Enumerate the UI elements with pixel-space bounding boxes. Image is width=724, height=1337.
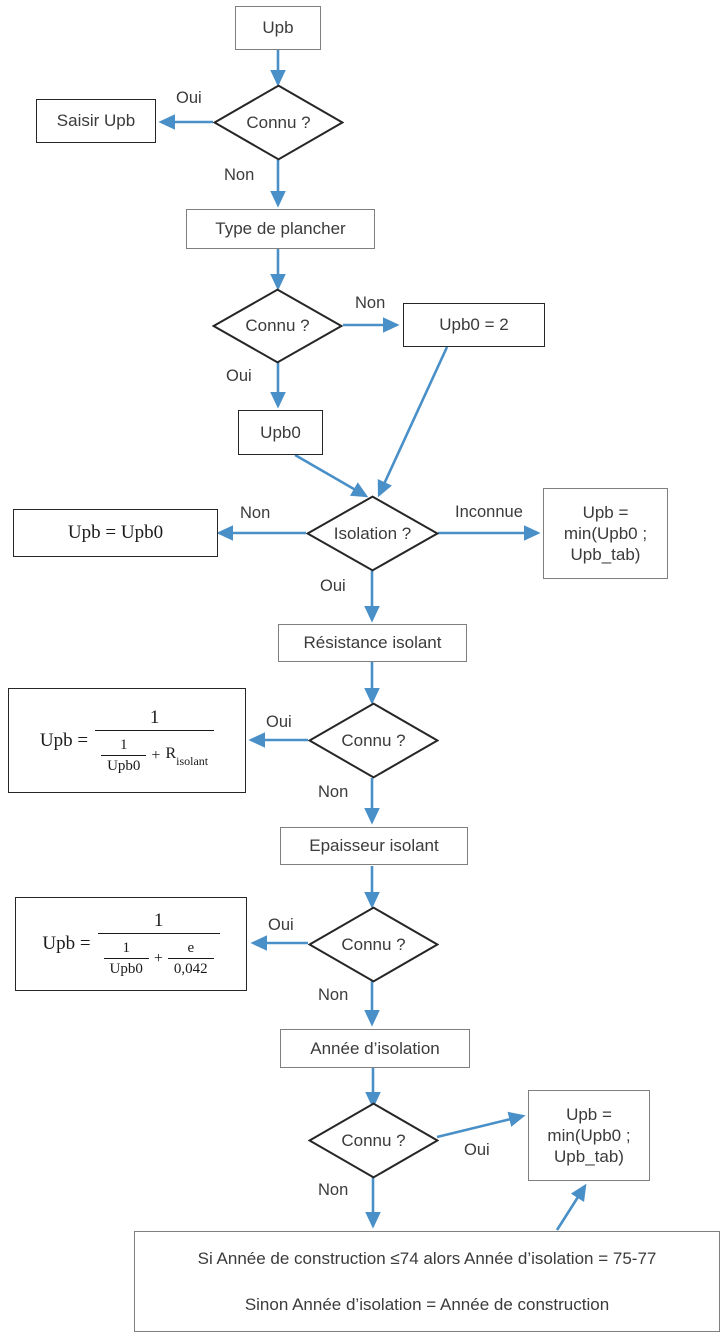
edge-label-oui-2: Oui xyxy=(226,367,252,385)
node-label-line-2: min(Upb0 ; xyxy=(547,1125,631,1145)
formula-denominator-inner: 1 Upb0 + e 0,042 xyxy=(103,940,214,978)
formula-lhs: Upb = xyxy=(39,729,89,751)
formula-inner-numerator: 1 xyxy=(122,940,130,956)
formula-box-epaisseur: Upb = 1 1 Upb0 + e 0,042 xyxy=(15,897,247,991)
decision-label: Connu ? xyxy=(341,1130,406,1150)
formula-main-fraction: 1 1 Upb0 + Risolant xyxy=(95,706,215,775)
node-label-line-1: Upb = xyxy=(566,1104,612,1124)
decision-connu-4[interactable]: Connu ? xyxy=(308,906,439,983)
diamond-shape xyxy=(308,702,439,779)
formula-inner-fraction-right: e 0,042 xyxy=(167,940,214,978)
node-upb0-equals-2[interactable]: Upb0 = 2 xyxy=(403,303,545,347)
decision-connu-1[interactable]: Connu ? xyxy=(213,84,344,161)
decision-label: Isolation ? xyxy=(333,523,412,543)
formula-denominator: 1 Upb0 + e 0,042 xyxy=(97,933,220,978)
formula-term-base: R xyxy=(165,744,177,762)
node-note-annee[interactable]: Si Année de construction ≤74 alors Année… xyxy=(134,1231,720,1332)
node-label: Upb0 xyxy=(260,422,301,442)
formula-term: Risolant xyxy=(165,744,209,769)
node-type-de-plancher[interactable]: Type de plancher xyxy=(186,209,375,249)
formula-denominator: 1 Upb0 + Risolant xyxy=(95,729,215,775)
node-label: Année d’isolation xyxy=(310,1038,440,1058)
edge-label-oui-3: Oui xyxy=(266,713,292,731)
edge-label-non-isolation: Non xyxy=(240,504,271,522)
formula-inner-denominator: Upb0 xyxy=(103,958,149,978)
node-label-line-3: Upb_tab) xyxy=(570,545,641,565)
node-label: Type de plancher xyxy=(215,219,346,239)
formula-box-resistance: Upb = 1 1 Upb0 + Risolant xyxy=(8,688,246,793)
node-label-line-1: Upb = xyxy=(582,502,629,522)
node-resistance-isolant[interactable]: Résistance isolant xyxy=(278,624,467,662)
formula-inner-denominator: Upb0 xyxy=(101,754,147,775)
edge-note-to-upbmin xyxy=(555,1183,587,1231)
formula-inner-numerator: 1 xyxy=(119,736,128,753)
formula-plus-sign: + xyxy=(153,950,163,967)
edge-label-non-2: Non xyxy=(355,294,386,312)
node-label: Upb = Upb0 xyxy=(67,522,164,544)
formula-inner-fraction-left: 1 Upb0 xyxy=(103,940,149,978)
node-saisir-upb[interactable]: Saisir Upb xyxy=(36,99,156,143)
formula-term-subscript: isolant xyxy=(176,754,209,769)
node-upb-min-tab-bottom[interactable]: Upb = min(Upb0 ; Upb_tab) xyxy=(528,1090,650,1181)
formula-inner-fraction: 1 Upb0 xyxy=(101,736,147,775)
diamond-shape xyxy=(306,495,439,572)
formula-lhs: Upb = xyxy=(42,933,91,954)
edge-upb0eq2-to-isolation xyxy=(377,346,449,498)
decision-label: Connu ? xyxy=(245,316,310,335)
edge-label-oui-4: Oui xyxy=(268,916,294,934)
decision-connu-5[interactable]: Connu ? xyxy=(308,1102,439,1179)
edge-label-inconnue: Inconnue xyxy=(455,503,523,521)
edge-label-non-1: Non xyxy=(224,166,255,184)
node-upb-equals-upb0[interactable]: Upb = Upb0 xyxy=(13,509,218,557)
edge-label-oui-1: Oui xyxy=(176,89,202,107)
node-upb-min-tab-top[interactable]: Upb = min(Upb0 ; Upb_tab) xyxy=(543,488,668,579)
node-label: Epaisseur isolant xyxy=(309,836,439,856)
formula-term-denominator: 0,042 xyxy=(167,958,214,978)
edge-label-non-5: Non xyxy=(318,1181,349,1199)
note-line-2: Sinon Année d’isolation = Année de const… xyxy=(244,1294,610,1314)
edge-connu5-oui xyxy=(436,1111,526,1139)
diamond-shape xyxy=(213,84,344,161)
node-annee-isolation[interactable]: Année d’isolation xyxy=(280,1029,470,1068)
decision-connu-3[interactable]: Connu ? xyxy=(308,702,439,779)
decision-isolation[interactable]: Isolation ? xyxy=(306,495,439,572)
node-upb0[interactable]: Upb0 xyxy=(238,410,323,455)
node-label-line-2: min(Upb0 ; xyxy=(563,523,648,543)
formula-numerator: 1 xyxy=(149,706,160,728)
node-label-line-3: Upb_tab) xyxy=(554,1147,624,1167)
decision-connu-2[interactable]: Connu ? xyxy=(212,288,343,364)
formula-term-numerator: e xyxy=(187,940,195,956)
node-start-upb[interactable]: Upb xyxy=(235,6,321,50)
formula-main-fraction: 1 1 Upb0 + e 0,042 xyxy=(97,910,220,978)
edge-label-oui-5: Oui xyxy=(464,1141,490,1159)
formula-expression: Upb = 1 1 Upb0 + Risolant xyxy=(39,706,215,775)
decision-label: Connu ? xyxy=(246,112,311,132)
note-line-1: Si Année de construction ≤74 alors Année… xyxy=(197,1248,657,1268)
formula-numerator: 1 xyxy=(153,910,164,931)
node-epaisseur-isolant[interactable]: Epaisseur isolant xyxy=(280,827,468,865)
edge-upb0-to-isolation xyxy=(294,453,369,498)
decision-label: Connu ? xyxy=(341,934,406,954)
formula-denominator-inner: 1 Upb0 + Risolant xyxy=(101,737,208,775)
node-label: Upb xyxy=(262,18,294,38)
edge-label-oui-isolation: Oui xyxy=(320,577,346,595)
node-label: Saisir Upb xyxy=(56,111,136,131)
formula-plus-sign: + xyxy=(151,746,161,764)
diamond-shape xyxy=(308,906,439,983)
node-label: Upb0 = 2 xyxy=(439,315,509,335)
decision-label: Connu ? xyxy=(341,730,406,750)
edge-label-non-4: Non xyxy=(318,986,349,1004)
node-label: Résistance isolant xyxy=(303,633,442,653)
formula-expression: Upb = 1 1 Upb0 + e 0,042 xyxy=(42,910,220,978)
edge-label-non-3: Non xyxy=(318,783,349,801)
